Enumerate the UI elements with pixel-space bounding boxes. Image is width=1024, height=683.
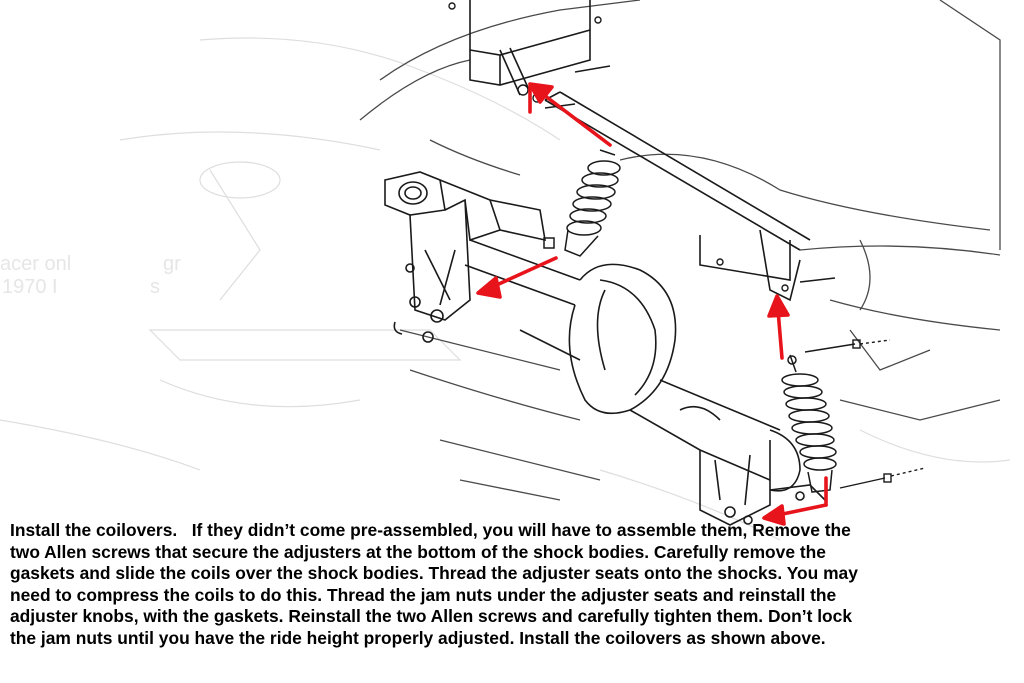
faint-background-art [0,37,1011,541]
instruction-paragraph: Install the coilovers. If they didn’t co… [10,520,1020,650]
ghost-text-2: 1970 I [2,276,58,298]
instruction-line: gaskets and slide the coils over the sho… [10,563,858,584]
vehicle-body-outline [359,0,1001,501]
arrowhead-left-mount [476,276,502,299]
rear-axle-housing [464,239,801,492]
bolts-upper [448,2,836,292]
arrowhead-upper-mount [528,82,554,104]
ghost-text-4: s [150,276,160,298]
instruction-arrows [476,82,828,526]
instruction-line: adjuster knobs, with the gaskets. Reinst… [10,606,853,627]
right-coilover [781,354,837,493]
instruction-line: the jam nuts until you have the ride hei… [10,627,826,648]
instruction-line: need to compress the coils to do this. T… [10,584,837,605]
upper-crossmember [469,0,811,302]
left-coilover [543,149,621,257]
arrow-to-right-upper-mount [776,308,784,360]
arrowhead-right-lower-mount [762,504,786,526]
left-shock-mount [384,171,546,343]
arrow-to-upper-mount [538,90,612,147]
loose-bolts [804,339,926,489]
ghost-text-1: acer onl [0,253,71,275]
instruction-line: Install the coilovers. If they didn’t co… [10,520,851,540]
instruction-line: two Allen screws that secure the adjuste… [10,541,826,562]
ghost-text-3: gr [163,253,181,275]
arrowhead-right-upper-mount [767,294,790,318]
arrow-to-left-mount [488,256,558,290]
